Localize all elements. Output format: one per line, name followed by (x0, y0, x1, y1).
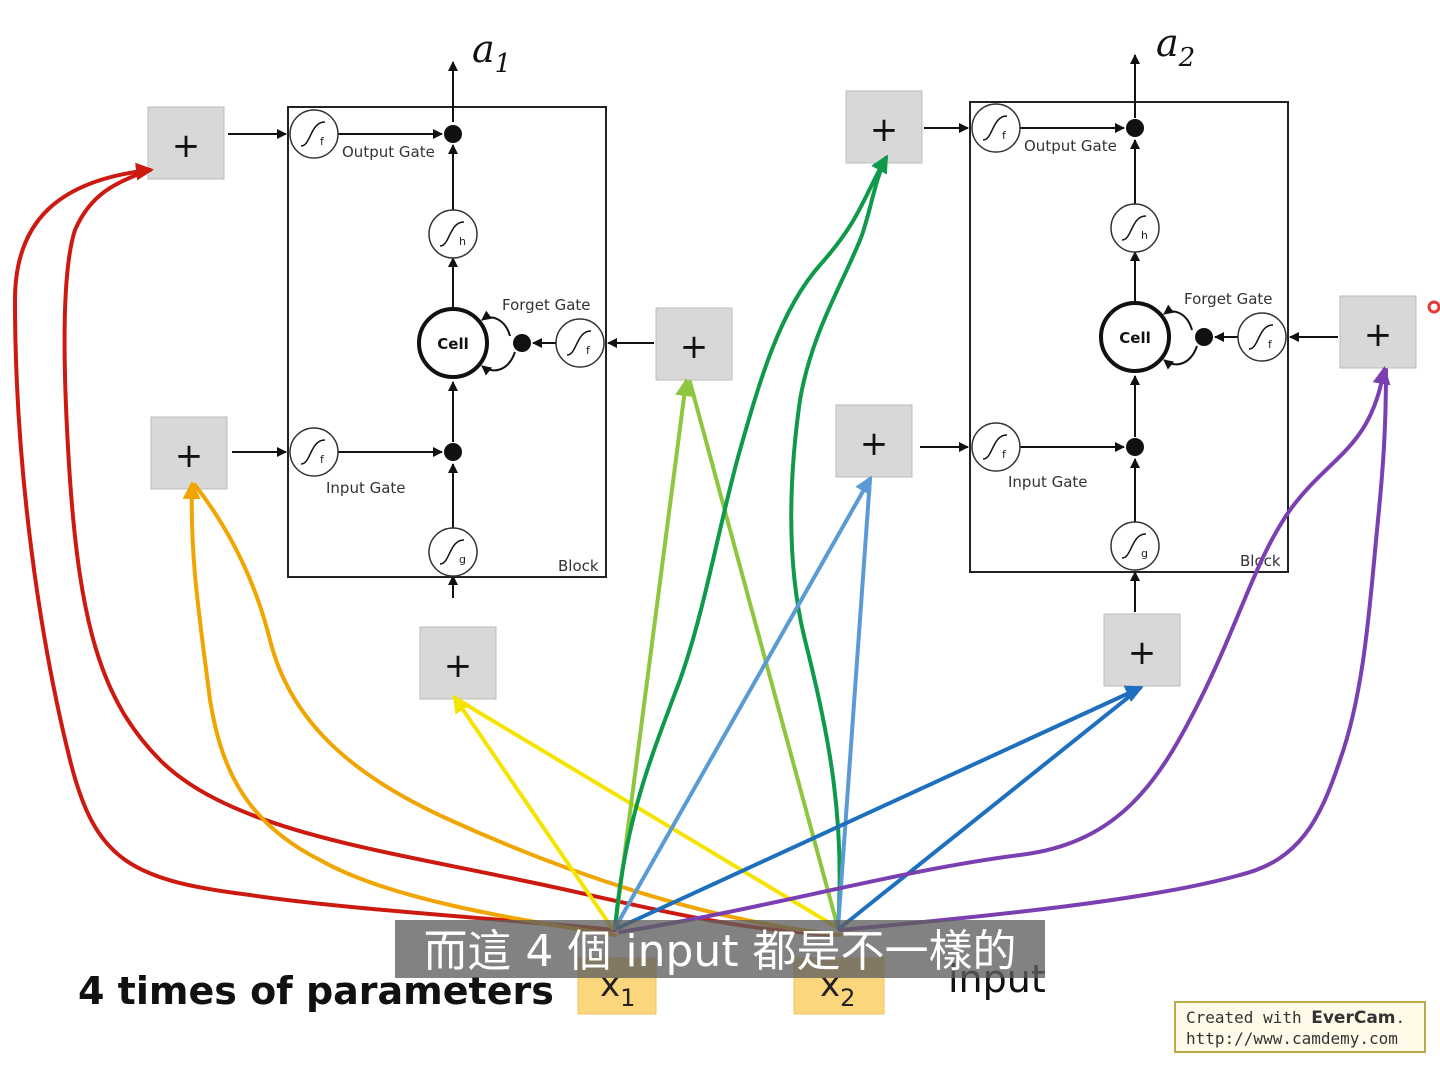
input-gate-activation: f (971, 422, 1021, 472)
adder-block2-input-gate: + (835, 404, 913, 478)
svg-text:f: f (1002, 448, 1007, 461)
light-green-arrow (613, 378, 694, 930)
g-activation: g (1110, 521, 1160, 571)
svg-text:+: + (1364, 315, 1393, 355)
light-blue-arrow (613, 475, 872, 930)
block-frame (287, 106, 607, 578)
g-activation: g (428, 527, 478, 577)
svg-text:f: f (1002, 129, 1007, 142)
svg-text:而這 4 個 input 都是不一樣的: 而這 4 個 input 都是不一樣的 (423, 926, 1016, 977)
svg-text:+: + (172, 126, 201, 166)
svg-text:g: g (459, 553, 466, 566)
cell-label: Cell (437, 335, 468, 353)
cell-node (417, 307, 489, 379)
output-a2: a2 (1156, 21, 1195, 73)
output-gate-activation: f (971, 103, 1021, 153)
svg-text:f: f (320, 135, 325, 148)
green-arrow (613, 154, 888, 930)
blue-arrow (616, 685, 1144, 930)
cell-label: Cell (1119, 329, 1150, 347)
lstm-block-1: Cell f f f h g Output Gate Forge (228, 27, 654, 598)
adder-block1-input-gate: + (150, 416, 228, 490)
adder-block2-forget-gate: + (1339, 295, 1417, 369)
forget-gate-label: Forget Gate (502, 296, 591, 314)
forget-gate-activation: f (555, 318, 605, 368)
adder-block1-cell-input: + (419, 626, 497, 700)
orange-arrow (182, 481, 617, 937)
adder-block1-output-gate: + (147, 106, 225, 180)
forget-gate-label: Forget Gate (1184, 290, 1273, 308)
adder-block2-cell-input: + (1103, 613, 1181, 687)
purple-arrow (618, 366, 1391, 934)
input-gate-label: Input Gate (326, 479, 406, 497)
h-activation: h (428, 209, 478, 259)
output-gate-label: Output Gate (1024, 137, 1117, 155)
input-gate-activation: f (289, 427, 339, 477)
evercam-watermark: Created with EverCam. http://www.camdemy… (1174, 1001, 1426, 1053)
adder-block1-forget-gate: + (655, 307, 733, 381)
svg-text:h: h (459, 235, 466, 248)
forget-gate-activation: f (1237, 312, 1287, 362)
svg-text:f: f (586, 344, 591, 357)
input-gate-label: Input Gate (1008, 473, 1088, 491)
svg-text:+: + (870, 110, 899, 150)
svg-text:http://www.camdemy.com: http://www.camdemy.com (1186, 1029, 1398, 1048)
svg-text:h: h (1141, 229, 1148, 242)
svg-text:f: f (320, 453, 325, 466)
svg-text:f: f (1268, 338, 1273, 351)
cell-node (1099, 301, 1171, 373)
red-arrow (13, 162, 617, 932)
pointer-dot (1427, 300, 1440, 314)
output-gate-activation: f (289, 109, 339, 159)
output-gate-label: Output Gate (342, 143, 435, 161)
svg-text:+: + (680, 327, 709, 367)
h-activation: h (1110, 203, 1160, 253)
svg-text:Created with EverCam.: Created with EverCam. (1186, 1008, 1405, 1028)
yellow-arrow (452, 694, 614, 930)
svg-text:+: + (444, 646, 473, 686)
block-frame (969, 101, 1289, 573)
lstm-block-2: Cell f f f h g Output Gate Forget Gate (920, 21, 1338, 612)
svg-text:g: g (1141, 547, 1148, 560)
svg-text:+: + (1128, 633, 1157, 673)
svg-text:+: + (860, 424, 889, 464)
svg-text:+: + (175, 436, 204, 476)
output-a1: a1 (472, 27, 511, 79)
input-connections (13, 154, 1391, 937)
block-label: Block (558, 557, 599, 575)
adder-block2-output-gate: + (845, 90, 923, 164)
video-subtitle: 而這 4 個 input 都是不一樣的 (395, 920, 1045, 978)
